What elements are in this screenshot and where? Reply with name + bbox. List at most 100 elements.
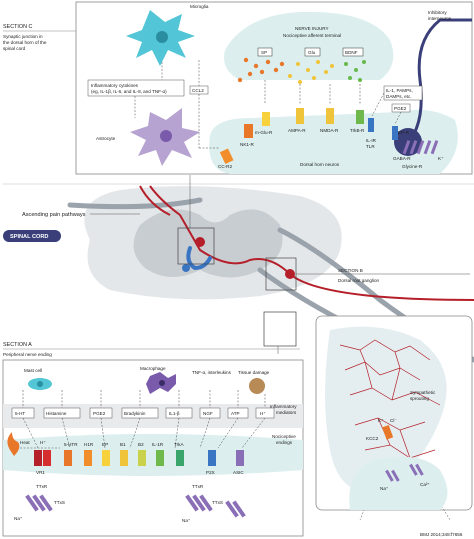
mediator-pge2: PGE2: [93, 411, 106, 416]
sp-box: [257, 47, 273, 57]
kcc2-transporter: [382, 424, 394, 440]
dorsal-horn-neuron-blue: [186, 246, 212, 271]
mediator-il1b: IL1-β: [169, 411, 180, 416]
drg-tissue: [325, 326, 447, 492]
heat-flame-icon: [7, 432, 20, 456]
callout-lines: [90, 175, 470, 354]
ccl2-label: CCL2: [192, 88, 204, 93]
ttxr-right-label: TTxR: [192, 484, 204, 489]
cl-ion-b-label: Cl⁻: [390, 418, 397, 423]
ascending-fiber: [139, 185, 171, 216]
nociceptive-ending-membrane: [3, 434, 303, 476]
section-a-receptors: [34, 450, 244, 466]
section-a-inset-box: [263, 311, 297, 347]
pain-fiber: [149, 185, 474, 301]
credit-line: BMJ 2014;348:f7656: [420, 532, 463, 537]
cytokines-label-1: Inflammatory cytokines: [91, 83, 139, 88]
section-a-subtitle: Peripheral nerve ending: [3, 352, 52, 357]
drg-cell-body: [285, 269, 295, 279]
receptor-asic: ASIC: [233, 470, 244, 475]
section-b-title: SECTION B: [338, 268, 363, 273]
section-c-subtitle-2: the dorsal horn of the: [3, 40, 47, 45]
dorsal-horn-neuron-soma: [182, 264, 190, 272]
bdnf-vesicles: [344, 60, 366, 82]
dorsal-horn-synapse: [195, 237, 205, 247]
tissue-damage-label: Tissue damage: [238, 370, 270, 375]
h1r-receptor: [84, 450, 92, 466]
tnf-label: TNF-α, interleukins: [192, 370, 232, 375]
receptor-b1: B1: [120, 442, 126, 447]
nk1-r-receptor: [244, 124, 253, 138]
cc-r2-receptor: [219, 148, 234, 165]
inhibitory-label-2: interneuron: [428, 16, 452, 21]
inhibitory-interneuron-axon: [408, 18, 472, 141]
dorsal-horn-neuron-body: [209, 109, 458, 174]
sympathetic-label-1: Sympathetic: [410, 390, 436, 395]
inhibitory-label-1: Inhibitory: [428, 10, 447, 15]
h-ion-a-label: H⁺: [40, 440, 46, 445]
ep-r-receptor: [392, 126, 398, 140]
sodium-channels: [25, 494, 246, 518]
na-ion-b-label: Na⁺: [380, 486, 389, 491]
il1r-label: IL-IR: [366, 138, 377, 143]
receptor-trka: TrkA: [174, 442, 184, 447]
inflammatory-mediators-label-1: Inflammatory: [270, 404, 297, 409]
il1r-tlr-receptor: [368, 118, 374, 132]
nmda-r-receptor: [326, 108, 334, 124]
vr1-receptor-a: [34, 450, 42, 466]
ttxs-right-label: TTxS: [212, 500, 223, 505]
section-a-panel: SECTION A Peripheral nerve ending Mast c…: [2, 342, 304, 537]
section-c-subtitle-1: Synaptic junction in: [3, 34, 43, 39]
glu-vesicles: [288, 60, 334, 84]
afferent-terminal-label: Nociceptive afferent terminal: [283, 33, 341, 38]
p2x-receptor: [208, 450, 216, 466]
spinal-cord-area: Ascending pain pathways SPINAL CORD SECT…: [3, 175, 474, 363]
astrocyte-cell: [130, 108, 200, 166]
asic-receptor: [236, 450, 244, 466]
vr1-label: VR1: [36, 470, 45, 475]
inflammatory-mediators-label-2: mediators: [276, 410, 297, 415]
pge2-label-c: PGE2: [394, 106, 407, 111]
nk1-r-label: NK1-R: [240, 142, 254, 147]
tissue-damage-icon: [249, 378, 265, 394]
b1-receptor: [120, 450, 128, 466]
section-c-panel: SECTION C Synaptic junction in the dorsa…: [3, 1, 473, 175]
section-c-signal-lines: [134, 60, 402, 149]
mediator-atp: ATP: [231, 411, 240, 416]
trkb-r-receptor: [356, 110, 364, 124]
cytokines-label-2: (eg, IL-1β, IL-6, and IL-8, and TNF-α): [91, 89, 167, 94]
il1-label-2: DAMPs, etc.: [386, 94, 412, 99]
glu-label: Glu: [308, 50, 316, 55]
receptor-ep: EP: [102, 442, 108, 447]
receptor-il1r: IL-1R: [152, 442, 164, 447]
glycine-r-label: Glycine-R: [402, 164, 423, 169]
mediator-5ht: 5-HT: [15, 411, 25, 416]
5htr-receptor: [64, 450, 72, 466]
mediator-bradykinin: Bradykinin: [124, 411, 146, 416]
il1-label-1: IL-1, PAMPs,: [386, 88, 413, 93]
section-b-channels: [385, 463, 424, 482]
receptor-h1r: H1R: [84, 442, 94, 447]
il1r-receptor: [156, 450, 164, 466]
bdnf-box: [342, 47, 364, 57]
mglu-r-receptor: [262, 112, 270, 126]
sp-vesicles: [237, 57, 285, 83]
nmda-r-label: NMDA-R: [320, 128, 339, 133]
ttxs-left-label: TTxS: [54, 500, 65, 505]
b2-receptor: [138, 450, 146, 466]
receptor-p2x: P2X: [206, 470, 215, 475]
nociceptive-endings-label-2: endings: [276, 440, 293, 445]
section-c-inset-box: [177, 227, 215, 265]
glu-box: [304, 47, 321, 57]
section-a-title: SECTION A: [3, 342, 32, 348]
tlr-label: TLR: [366, 144, 375, 149]
spinal-cord-tag: [3, 230, 61, 242]
spinal-cord-grey-matter: [133, 209, 283, 278]
ttxr-left-label: TTxR: [36, 484, 48, 489]
sympathetic-label-2: sprouting: [410, 396, 429, 401]
section-c-subtitle-3: spinal cord: [3, 46, 26, 51]
kcc2-label: KCC2: [366, 436, 379, 441]
astrocyte-label: Astrocyte: [96, 136, 116, 141]
mediator-histamine: Histamine: [46, 411, 67, 416]
